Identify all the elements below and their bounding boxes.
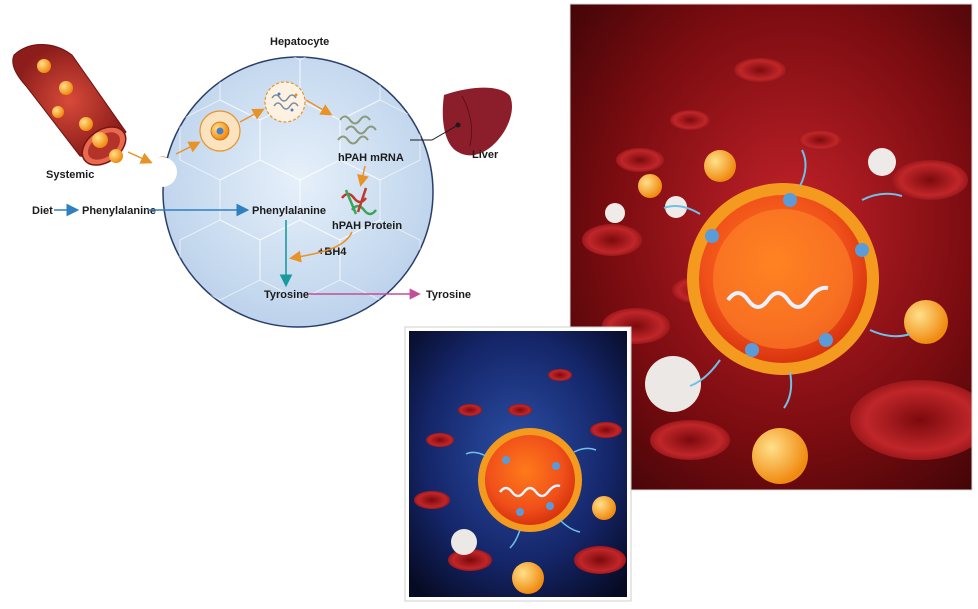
lipid-nanoparticle [663,149,911,409]
red-blood-cells [582,58,972,460]
small-nanoparticle [512,562,544,594]
release-vesicle [264,81,306,123]
tyrosine-cell-label: Tyrosine [264,289,309,301]
red-blood-cells-small [414,369,626,574]
liver-icon [410,87,512,156]
phenylalanine-cell-label: Phenylalanine [252,205,326,217]
white-blood-cell-small [451,529,477,555]
liver-label: Liver [472,149,499,161]
lipid-nanoparticle-small [465,428,597,549]
endosome [199,110,241,152]
hpah-mrna-label: hPAH mRNA [338,152,404,164]
tyrosine-out-label: Tyrosine [426,289,471,301]
diet-label: Diet [32,205,53,217]
small-nanoparticles [638,150,948,484]
delivery-arrows [127,99,369,263]
small-bloodstream-panel [404,326,632,602]
hepatocyte-label: Hepatocyte [270,36,329,48]
bh4-label: +BH4 [318,246,347,258]
large-bloodstream-panel [569,3,973,491]
systemic-label: Systemic [46,169,94,181]
hpah-protein-label: hPAH Protein [332,220,402,232]
hpah-protein-icon [341,187,377,216]
phenylalanine-blood-label: Phenylalanine [82,205,156,217]
small-nanoparticle-2 [592,496,616,520]
mrna-strands-icon [337,115,377,145]
vessel-nanoparticles [37,59,123,163]
white-blood-cells [605,148,896,412]
